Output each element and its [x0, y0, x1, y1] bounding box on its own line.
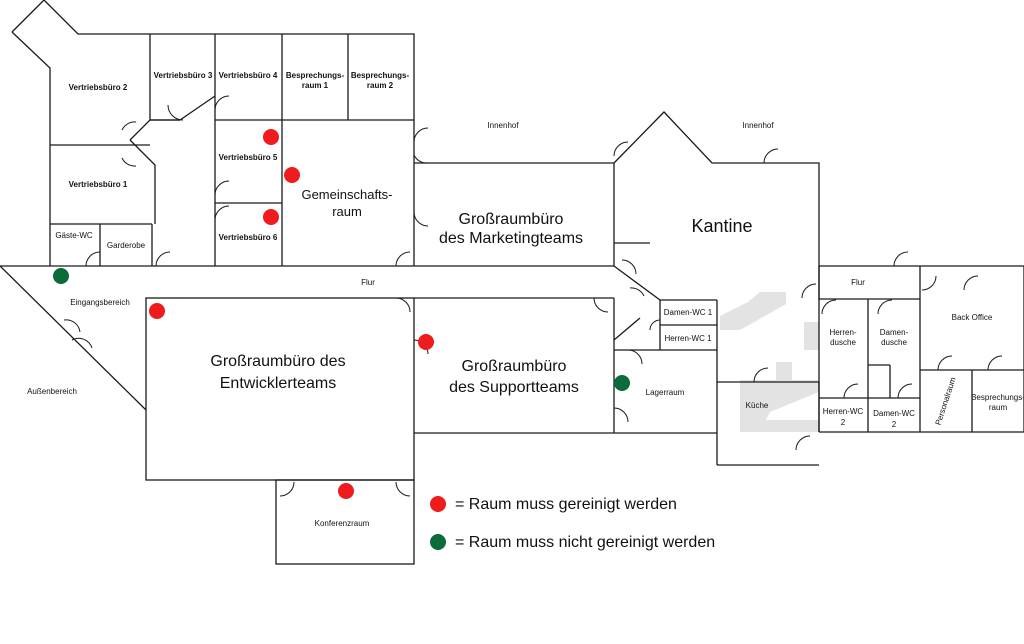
legend-green-dot — [430, 534, 446, 550]
label-innenhof-2: Innenhof — [742, 121, 774, 130]
label-flur-main: Flur — [361, 278, 375, 287]
label-personalraum: Personalraum — [934, 376, 958, 426]
marker-red-vertriebsbuero-6 — [263, 209, 279, 225]
label-damen-wc-1: Damen-WC 1 — [664, 308, 713, 317]
label-damen-wc-2a: Damen-WC — [873, 409, 915, 418]
label-marketing-b: des Marketingteams — [439, 230, 583, 247]
label-vertriebsbuero-1: Vertriebsbüro 1 — [69, 180, 128, 189]
label-vertriebsbuero-5: Vertriebsbüro 5 — [219, 153, 278, 162]
label-herren-wc-1: Herren-WC 1 — [664, 334, 712, 343]
cleaning-markers — [53, 129, 630, 499]
label-support-b: des Supportteams — [449, 379, 579, 396]
label-vertriebsbuero-3: Vertriebsbüro 3 — [154, 71, 213, 80]
label-flur-right: Flur — [851, 278, 865, 287]
marker-green-lagerraum — [614, 375, 630, 391]
legend-red-label: = Raum muss gereinigt werden — [455, 496, 677, 513]
label-besprechungsraum-1a: Besprechungs- — [286, 71, 345, 80]
label-gemeinschaftsraum-a: Gemeinschafts- — [301, 187, 392, 202]
label-support-a: Großraumbüro — [462, 358, 567, 375]
marker-green-eingangsbereich — [53, 268, 69, 284]
label-vertriebsbuero-4: Vertriebsbüro 4 — [219, 71, 278, 80]
label-herren-wc-2b: 2 — [841, 418, 846, 427]
legend: = Raum muss gereinigt werden = Raum muss… — [430, 496, 715, 551]
label-herrendusche-b: dusche — [830, 338, 856, 347]
label-innenhof-1: Innenhof — [487, 121, 519, 130]
doors — [63, 95, 1003, 497]
label-gemeinschaftsraum-b: raum — [332, 204, 362, 219]
label-garderobe: Garderobe — [107, 241, 146, 250]
label-aussenbereich: Außenbereich — [27, 387, 77, 396]
label-herren-wc-2a: Herren-WC — [823, 407, 864, 416]
label-damendusche-a: Damen- — [880, 328, 909, 337]
staircase-area — [720, 292, 819, 432]
marker-red-gemeinschaftsraum — [284, 167, 300, 183]
label-herrendusche-a: Herren- — [829, 328, 856, 337]
marker-red-vertriebsbuero-5 — [263, 129, 279, 145]
label-marketing-a: Großraumbüro — [459, 211, 564, 228]
label-damen-wc-2b: 2 — [892, 420, 897, 429]
label-gaeste-wc: Gäste-WC — [55, 231, 93, 240]
label-besprechungsraum-2a: Besprechungs- — [351, 71, 410, 80]
marker-red-entwickler — [149, 303, 165, 319]
legend-red-dot — [430, 496, 446, 512]
label-besprechungsraum-r-a: Besprechungs- — [971, 393, 1024, 402]
label-kantine: Kantine — [691, 216, 752, 236]
label-besprechungsraum-2b: raum 2 — [367, 81, 394, 90]
label-entwickler-a: Großraumbüro des — [210, 353, 345, 370]
marker-red-support — [418, 334, 434, 350]
label-back-office: Back Office — [952, 313, 993, 322]
label-vertriebsbuero-6: Vertriebsbüro 6 — [219, 233, 278, 242]
label-entwickler-b: Entwicklerteams — [220, 375, 336, 392]
legend-green-label: = Raum muss nicht gereinigt werden — [455, 534, 715, 551]
label-lagerraum: Lagerraum — [646, 388, 685, 397]
label-besprechungsraum-r-b: raum — [989, 403, 1008, 412]
walls — [0, 0, 1024, 565]
label-damendusche-b: dusche — [881, 338, 907, 347]
marker-red-konferenzraum — [338, 483, 354, 499]
label-eingangsbereich: Eingangsbereich — [70, 298, 130, 307]
label-konferenzraum: Konferenzraum — [315, 519, 370, 528]
label-besprechungsraum-1b: raum 1 — [302, 81, 329, 90]
label-vertriebsbuero-2: Vertriebsbüro 2 — [69, 83, 128, 92]
label-kueche: Küche — [746, 401, 769, 410]
